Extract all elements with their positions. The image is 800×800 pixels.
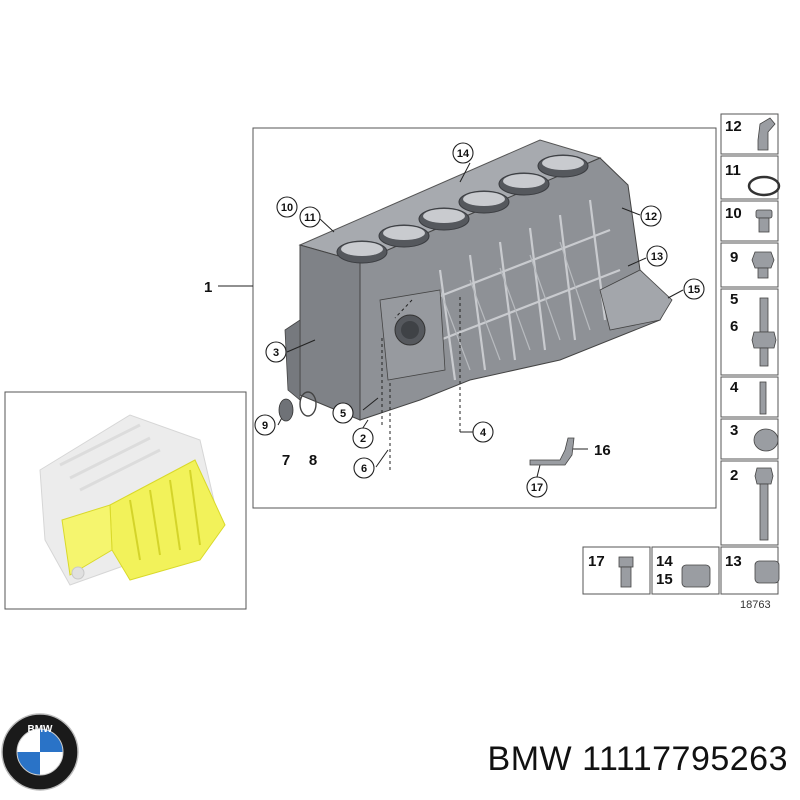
part-label-2: 2 [730, 467, 738, 484]
part-label-5: 5 [730, 291, 738, 308]
callout-15: 15 [688, 284, 700, 296]
callout-6-circle [353, 457, 375, 479]
dowel-pin-icon [759, 381, 767, 415]
bushing-icon [754, 560, 780, 584]
callout-12: 12 [645, 211, 657, 223]
part-label-17: 17 [588, 553, 605, 570]
callout-2-circle [352, 427, 374, 449]
callout-10: 10 [281, 202, 293, 214]
callout-11-circle [299, 206, 321, 228]
part-label-11: 11 [725, 162, 741, 179]
callout-12-circle [640, 205, 662, 227]
brand-name: BMW [487, 740, 573, 778]
part-label-4: 4 [730, 379, 739, 396]
expansion-plug-icon [753, 428, 779, 452]
part-label-9: 9 [730, 249, 738, 266]
callout-10-circle [276, 196, 298, 218]
callout-1: 1 [204, 279, 212, 296]
callout-16: 16 [594, 442, 611, 459]
callout-17: 17 [531, 482, 543, 494]
callout-3: 3 [273, 347, 279, 359]
screw-plug-icon [755, 209, 773, 219]
callout-5: 5 [340, 408, 346, 420]
part-number: 11117795263 [582, 740, 788, 778]
bmw-logo: BMW [1, 713, 79, 791]
callout-4-circle [472, 421, 494, 443]
callout-17-circle [526, 476, 548, 498]
callout-9-circle [254, 414, 276, 436]
drawing-number: 18763 [740, 599, 771, 611]
part-label-13: 13 [725, 553, 742, 570]
part-label-10: 10 [725, 205, 742, 222]
callout-3-circle [265, 341, 287, 363]
drain-plug-part [278, 398, 294, 422]
callout-8: 8 [309, 452, 317, 469]
callout-15-circle [683, 278, 705, 300]
seal-ring-part [299, 391, 317, 417]
callout-5-circle [332, 402, 354, 424]
part-label-14: 14 [656, 553, 673, 570]
callout-7: 7 [282, 452, 290, 469]
part-label-3: 3 [730, 422, 738, 439]
footer: BMW 11117795263 [0, 690, 800, 800]
part-label-15: 15 [656, 571, 673, 588]
part-label-6: 6 [730, 318, 738, 335]
callout-13-circle [646, 245, 668, 267]
stud-bolt-icon [759, 297, 769, 333]
engine-block-illustration [284, 139, 673, 421]
callout-14-circle [452, 142, 474, 164]
engine-overview-inset [4, 391, 247, 610]
part-number-caption: BMW 11117795263 [488, 740, 788, 779]
loose-parts [278, 391, 575, 466]
part-box-4 [720, 376, 779, 418]
oil-spray-nozzle-part [529, 437, 575, 466]
callout-2: 2 [360, 433, 366, 445]
callout-9: 9 [262, 420, 268, 432]
callout-4: 4 [480, 427, 487, 439]
part-label-12: 12 [725, 118, 742, 135]
parts-column-right: 12 11 10 9 5 6 4 3 2 [720, 113, 781, 546]
oil-nozzle-icon [757, 117, 776, 151]
parts-row-bottom: 17 14 15 13 18763 [582, 546, 780, 611]
hex-plug-icon [751, 251, 775, 269]
part-box-17 [582, 546, 651, 595]
bolt-icon [754, 467, 774, 485]
sleeve-icon [681, 564, 711, 588]
callouts: 1 3 9 7 8 5 2 6 10 11 14 12 13 15 4 16 1… [204, 142, 705, 498]
callout-14: 14 [457, 148, 470, 160]
callout-13: 13 [651, 251, 663, 263]
seal-ring-icon [747, 175, 781, 197]
callout-11: 11 [304, 212, 316, 224]
socket-screw-icon [618, 556, 634, 568]
callout-6: 6 [361, 463, 367, 475]
bmw-logo-letters: BMW [28, 724, 54, 735]
